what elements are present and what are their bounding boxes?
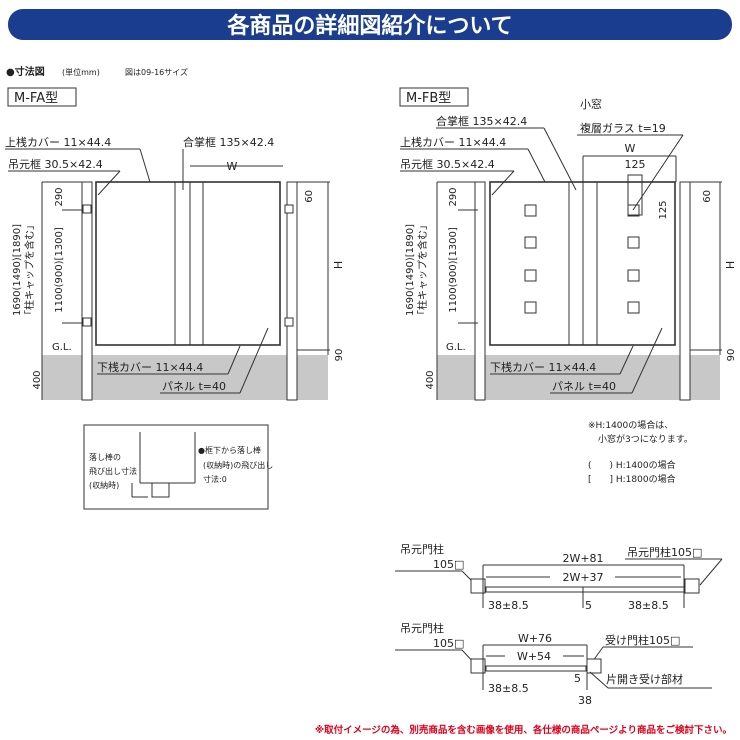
- plan-double-center: 5: [585, 599, 592, 612]
- plan-single-gap-left: 38±8.5: [488, 682, 529, 695]
- fa-panel-label: パネル t=40: [162, 380, 226, 393]
- plan-single-dim-38: 38: [578, 694, 592, 707]
- detail-right-3: 寸法:0: [203, 474, 227, 484]
- fb-panel-label: パネル t=40: [552, 380, 616, 393]
- fa-hinge-frame-label: 吊元框 30.5×42.4: [8, 158, 103, 171]
- fb-elevation: M-FB型 W 125 125 小窓 複層ガラス t=19 合掌框 135×42…: [399, 87, 737, 401]
- plan-single-post-right: 受け門柱105□: [605, 633, 680, 647]
- title-banner: [8, 9, 732, 40]
- fa-dim-h: H: [332, 261, 345, 269]
- fb-w-dim: W: [625, 142, 636, 155]
- detail-right-1: ●框下から落し棒: [198, 445, 261, 455]
- drop-rod-detail: 落し棒の 飛び出し寸法 (収納時) ●框下から落し棒 (収納時)の飛び出し 寸法…: [83, 424, 273, 510]
- fb-window-label: 小窓: [580, 97, 602, 111]
- note-4: [ ] H:1800の場合: [588, 473, 676, 485]
- fb-dim-125-height: 125: [658, 200, 669, 219]
- fb-dim-60: 60: [702, 190, 713, 203]
- plan-single-dim-5: 5: [574, 672, 581, 685]
- plan-double-gap-right: 38±8.5: [628, 599, 669, 612]
- plan-double-gap-left: 38±8.5: [488, 599, 529, 612]
- plan-double-post-right: 吊元門柱105□: [627, 545, 702, 559]
- plan-double-post-left-size: 105□: [433, 558, 464, 571]
- fa-gl-label: G.L.: [52, 342, 72, 353]
- note-2: 小窓が3つになります。: [598, 433, 693, 445]
- unit-label: (単位mm): [62, 67, 100, 77]
- fb-dim-h: H: [724, 261, 737, 269]
- fa-elevation: M-FA型 W 上桟カバー 11×44.4 吊元框 30.5×42.4 合掌框 …: [5, 87, 345, 401]
- plan-single-outer: W+76: [518, 632, 552, 645]
- fa-height-a-note: 「柱キャップを含む」: [23, 220, 36, 320]
- notes: ※H:1400の場合は、 小窓が3つになります。 ( ) H:1400の場合 […: [588, 419, 693, 485]
- fb-dim-400: 400: [425, 370, 436, 389]
- footer-disclaimer: ※取付イメージの為、別売商品を含む画像を使用、各仕様の商品ページより商品をご検討…: [315, 724, 732, 736]
- fb-meeting-frame-label: 合掌框 135×42.4: [436, 114, 527, 128]
- fa-dim-400: 400: [32, 370, 43, 389]
- fb-glass-label: 複層ガラス t=19: [580, 121, 666, 135]
- detail-left-2: 飛び出し寸法: [89, 466, 137, 476]
- section-label: ●寸法図: [6, 65, 45, 78]
- detail-left-1: 落し棒の: [89, 452, 121, 462]
- fa-dim-290: 290: [54, 187, 65, 206]
- fb-dim-290: 290: [448, 187, 459, 206]
- plan-double-inner: 2W+37: [562, 571, 603, 584]
- fb-height-a-note: 「柱キャップを含む」: [416, 220, 429, 320]
- fa-meeting-frame-label: 合掌框 135×42.4: [183, 135, 274, 149]
- fb-dim-125-width: 125: [625, 158, 646, 171]
- fa-bottom-cover-label: 下桟カバー 11×44.4: [97, 360, 203, 374]
- detail-right-2: (収納時)の飛び出し: [203, 460, 273, 470]
- fb-hinge-frame-label: 吊元框 30.5×42.4: [400, 158, 495, 171]
- fb-height-b: 1100(900)[1300]: [448, 227, 459, 313]
- detail-left-3: (収納時): [89, 480, 119, 490]
- fb-top-cover-label: 上桟カバー 11×44.4: [400, 135, 506, 149]
- fa-w-dim: W: [227, 160, 238, 173]
- fb-bottom-cover-label: 下桟カバー 11×44.4: [490, 360, 596, 374]
- plan-double-outer: 2W+81: [562, 552, 603, 565]
- fb-dim-90: 90: [726, 349, 737, 362]
- note-1: ※H:1400の場合は、: [588, 419, 673, 431]
- plan-single-receiver-label: 片開き受け部材: [606, 672, 683, 686]
- note-3: ( ) H:1400の場合: [588, 459, 676, 471]
- fa-dim-90: 90: [334, 349, 345, 362]
- plan-single-post-left-size: 105□: [433, 637, 464, 650]
- fb-height-a: 1690(1490)[1890]: [405, 224, 416, 316]
- fa-height-a: 1690(1490)[1890]: [12, 224, 23, 316]
- plan-single-inner: W+54: [517, 650, 551, 663]
- plan-double: 吊元門柱 105□ 吊元門柱105□ 2W+81 2W+37 38±8.5 5 …: [395, 542, 723, 612]
- size-note: 図は09-16サイズ: [125, 67, 188, 77]
- plan-single-post-left: 吊元門柱: [400, 621, 444, 635]
- plan-single: 吊元門柱 105□ 受け門柱105□ W+76 W+54 38±8.5 5 38…: [395, 621, 712, 707]
- fa-type-label: M-FA型: [14, 91, 58, 106]
- fa-top-cover-label: 上桟カバー 11×44.4: [5, 135, 111, 149]
- plan-double-post-left: 吊元門柱: [400, 542, 444, 556]
- page-title: 各商品の詳細図紹介について: [226, 13, 512, 39]
- fa-dim-60: 60: [304, 190, 315, 203]
- fb-gl-label: G.L.: [446, 342, 466, 353]
- fb-type-label: M-FB型: [406, 91, 451, 106]
- fa-height-b: 1100(900)[1300]: [54, 227, 65, 313]
